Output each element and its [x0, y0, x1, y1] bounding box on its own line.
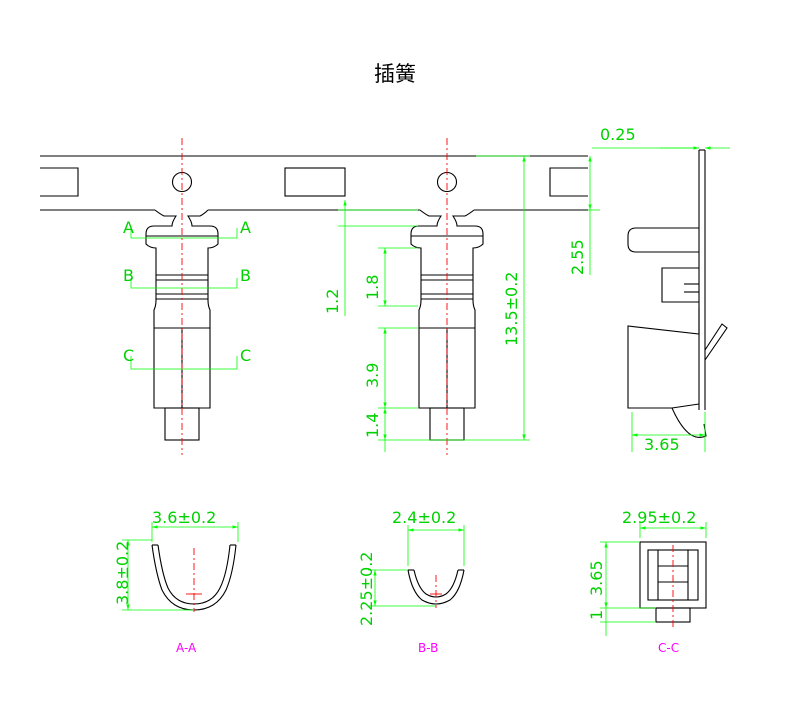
dim-cc-height: 3.65	[587, 560, 606, 596]
dim-bb-width: 2.4±0.2	[392, 508, 456, 527]
dim-1-2: 1.2	[323, 289, 342, 314]
section-b-b: 2.4±0.2 2.25±0.2 B-B	[357, 508, 465, 655]
dim-cc-base: 1	[587, 610, 606, 620]
section-mark-c-left: C	[123, 346, 134, 365]
dim-aa-width: 3.6±0.2	[152, 508, 216, 527]
dim-total-length: 13.5±0.2	[502, 272, 521, 346]
terminal-side-view: 0.25 3.65	[592, 125, 730, 454]
terminal-front-middle: 1.2 1.8 3.9 1.4 13.5±0.2	[323, 138, 530, 455]
dim-0-25: 0.25	[600, 125, 636, 144]
section-label-bb: B-B	[418, 641, 438, 655]
drawing-title: 插簧	[374, 62, 416, 86]
carrier-strip	[40, 155, 588, 211]
section-label-cc: C-C	[658, 641, 679, 655]
dim-3-9: 3.9	[363, 363, 382, 388]
dim-bb-height: 2.25±0.2	[357, 552, 376, 626]
section-label-aa: A-A	[176, 641, 197, 655]
section-mark-b-right: B	[240, 266, 251, 285]
dim-side-width: 3.65	[644, 435, 680, 454]
section-mark-c-right: C	[240, 346, 251, 365]
section-mark-a-right: A	[240, 218, 251, 237]
dim-1-8: 1.8	[363, 275, 382, 300]
dim-1-4: 1.4	[363, 413, 382, 438]
section-a-a: 3.6±0.2 3.8±0.2 A-A	[113, 508, 239, 655]
section-mark-a-left: A	[123, 218, 134, 237]
dim-aa-height: 3.8±0.2	[113, 541, 132, 605]
section-mark-b-left: B	[123, 266, 134, 285]
terminal-front-left: A A B B C C	[123, 138, 251, 455]
dim-2-55: 2.55	[568, 239, 587, 275]
dim-carrier: 2.55	[568, 156, 600, 275]
dim-cc-width: 2.95±0.2	[622, 508, 696, 527]
section-c-c: 2.95±0.2 3.65 1 C-C	[587, 508, 707, 655]
